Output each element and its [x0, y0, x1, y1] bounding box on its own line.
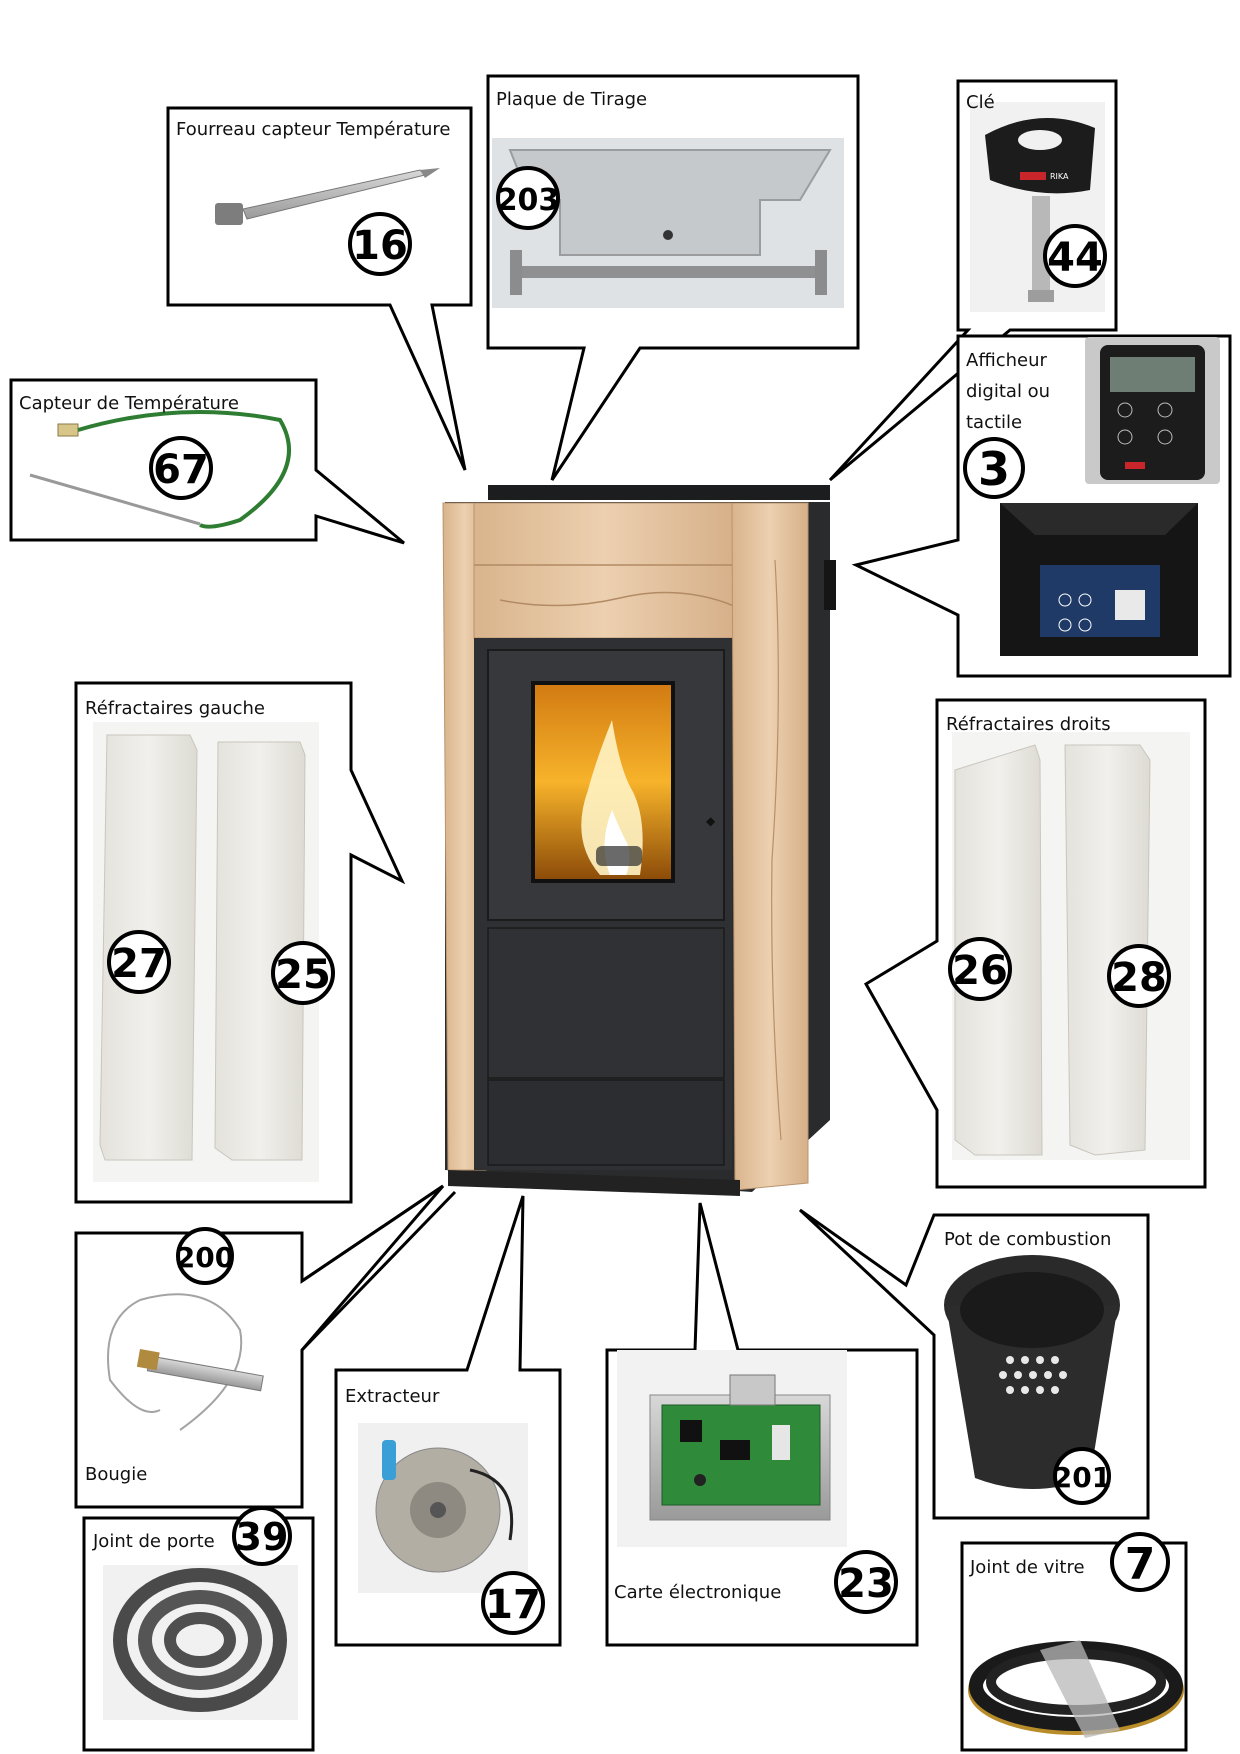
digital-display-image [1085, 337, 1220, 484]
key-image: RIKA [970, 102, 1105, 312]
number-badge-28: 28 [1107, 944, 1171, 1008]
svg-text:203: 203 [497, 183, 560, 218]
svg-text:25: 25 [275, 952, 331, 998]
part-numbers: 16 203 44 67 3 27 25 26 28 200 201 17 23… [107, 166, 1171, 1635]
callout-fourreau [166, 106, 473, 471]
label-capteur: Capteur de Température [19, 393, 239, 414]
number-badge-3: 3 [963, 437, 1025, 499]
svg-text:44: 44 [1047, 235, 1103, 281]
sensor-sleeve-image [215, 168, 440, 225]
svg-text:◆: ◆ [706, 814, 716, 828]
number-badge-203: 203 [496, 166, 560, 230]
callout-bougie [74, 1184, 445, 1509]
label-extracteur: Extracteur [345, 1386, 440, 1407]
svg-text:39: 39 [236, 1515, 289, 1559]
svg-text:3: 3 [978, 442, 1010, 496]
temperature-sensor-image [29, 410, 291, 529]
number-badge-67: 67 [149, 436, 213, 500]
number-badge-16: 16 [348, 212, 412, 276]
svg-text:16: 16 [352, 223, 408, 269]
number-badge-201: 201 [1053, 1447, 1111, 1505]
combustion-pot-image [944, 1255, 1120, 1489]
svg-text:200: 200 [176, 1241, 234, 1274]
label-afficheur-line2: digital ou [966, 381, 1050, 402]
number-badge-39: 39 [232, 1506, 292, 1566]
label-carte: Carte électronique [614, 1582, 781, 1603]
draft-plate-image [492, 138, 844, 308]
number-badge-7: 7 [1110, 1532, 1170, 1592]
stove-lower-panel [487, 927, 725, 1079]
touch-display-image [1000, 503, 1198, 656]
label-plaque: Plaque de Tirage [496, 89, 647, 110]
label-joint-porte: Joint de porte [92, 1531, 215, 1552]
electronic-board-image [617, 1350, 847, 1547]
door-gasket-image [103, 1565, 298, 1720]
side-vent [824, 560, 836, 610]
flame-shape [581, 720, 643, 875]
label-cle: Clé [966, 92, 995, 113]
igniter-image [107, 1293, 264, 1431]
label-joint-vitre: Joint de vitre [969, 1557, 1085, 1578]
pointer-lines [300, 1184, 457, 1352]
part-labels: Fourreau capteur Température Plaque de T… [19, 89, 1111, 1603]
svg-text:27: 27 [111, 941, 167, 987]
extractor-fan-image [358, 1423, 528, 1593]
label-fourreau: Fourreau capteur Température [176, 119, 451, 140]
glass-gasket-image [968, 1640, 1184, 1738]
number-badge-44: 44 [1043, 224, 1107, 288]
ash-drawer[interactable] [487, 1079, 725, 1166]
stone-panel-top [473, 502, 735, 639]
svg-text:28: 28 [1111, 955, 1167, 1001]
svg-text:23: 23 [838, 1561, 894, 1607]
number-badge-17: 17 [481, 1571, 545, 1635]
svg-text:7: 7 [1125, 1539, 1156, 1590]
number-badge-200: 200 [176, 1227, 234, 1285]
key-logo-text: RIKA [1050, 172, 1069, 181]
number-badge-26: 26 [948, 937, 1012, 1001]
label-afficheur-line3: tactile [966, 412, 1022, 433]
svg-text:201: 201 [1053, 1461, 1111, 1494]
pellet-stove: ◆ [442, 485, 836, 1196]
number-badge-25: 25 [271, 941, 335, 1005]
label-afficheur-line1: Afficheur [966, 350, 1048, 371]
svg-text:26: 26 [952, 948, 1008, 994]
svg-text:67: 67 [153, 447, 209, 493]
label-refr-gauche: Réfractaires gauche [85, 698, 265, 719]
label-bougie: Bougie [85, 1464, 147, 1485]
label-refr-droits: Réfractaires droits [946, 714, 1111, 735]
number-badge-23: 23 [834, 1550, 898, 1614]
label-pot: Pot de combustion [944, 1229, 1111, 1250]
number-badge-27: 27 [107, 930, 171, 994]
svg-text:17: 17 [485, 1582, 541, 1628]
stone-panel-right [731, 502, 809, 1191]
